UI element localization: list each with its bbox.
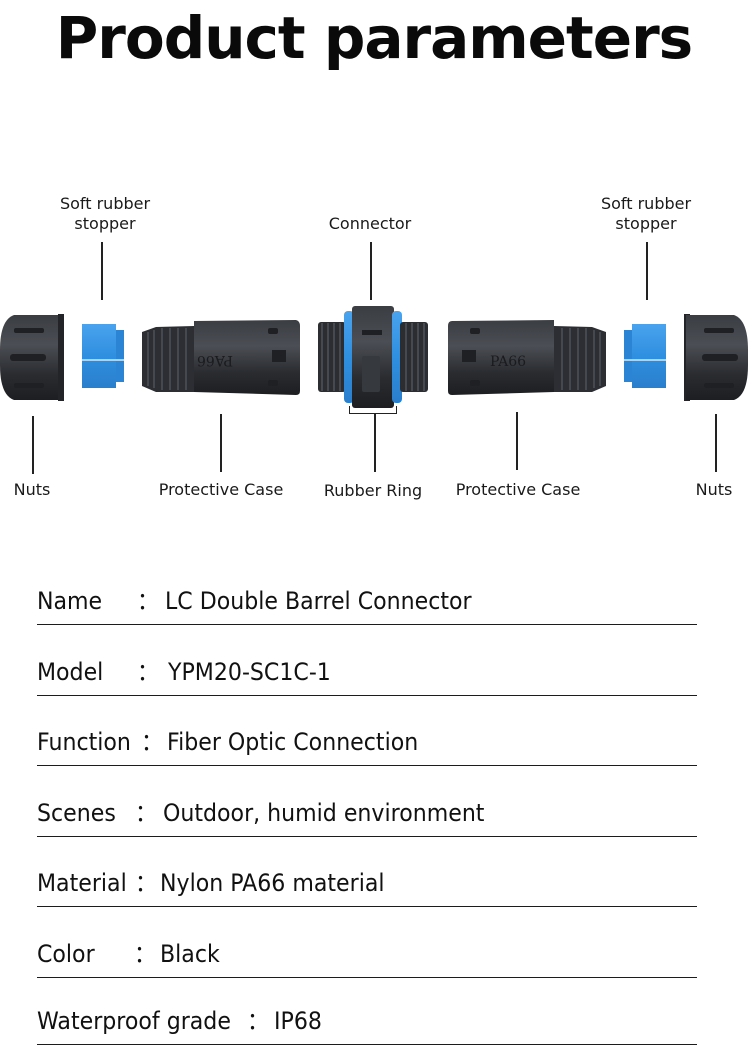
leader-line: [370, 242, 372, 300]
rubber-ring-left: [344, 311, 354, 403]
callout-nuts-left: Nuts: [13, 480, 51, 499]
spec-row-material: Material ： Nylon PA66 material: [37, 837, 697, 907]
spec-value: Nylon PA66 material: [160, 869, 385, 897]
callout-label: Connector: [328, 214, 412, 233]
protective-case-left: PA66: [142, 320, 300, 395]
connector-parts-illustration: PA66: [0, 306, 748, 408]
spec-row-model: Model ： YPM20-SC1C-1: [37, 625, 697, 696]
spec-value: Fiber Optic Connection: [167, 728, 419, 756]
callout-protective-case-right: Protective Case: [455, 480, 581, 499]
exploded-connector-diagram: Soft rubber stopper Connector Soft rubbe…: [0, 180, 748, 520]
spec-row-waterproof-grade: Waterproof grade ： IP68: [37, 978, 697, 1045]
spec-separator: ：: [247, 1006, 270, 1035]
nut-left: [0, 314, 64, 401]
spec-table: Name ： LC Double Barrel Connector Model …: [37, 570, 697, 1045]
spec-separator: ：: [135, 798, 158, 827]
spec-label: Name: [37, 587, 103, 615]
spec-separator: ：: [135, 869, 158, 897]
rubber-ring-bracket: [349, 406, 397, 414]
spec-row-function: Function ： Fiber Optic Connection: [37, 696, 697, 766]
page-title: Product parameters: [55, 4, 693, 72]
spec-label: Material: [37, 869, 127, 897]
callout-label-line1: Soft rubber: [600, 194, 692, 213]
leader-line: [715, 414, 717, 472]
case-marking: PA66: [490, 354, 526, 370]
spec-row-name: Name ： LC Double Barrel Connector: [37, 570, 697, 625]
callout-protective-case-left: Protective Case: [158, 480, 284, 499]
callout-soft-rubber-stopper-left: Soft rubber stopper: [60, 194, 150, 234]
spec-separator: ：: [137, 587, 160, 615]
spec-value: YPM20-SC1C-1: [168, 657, 331, 686]
spec-value: IP68: [274, 1006, 322, 1035]
callout-rubber-ring: Rubber Ring: [323, 481, 423, 500]
callout-connector: Connector: [329, 214, 412, 234]
center-connector: [318, 306, 428, 408]
leader-line: [516, 412, 518, 470]
stopper-right: [624, 324, 666, 388]
spec-label: Color: [37, 939, 95, 968]
case-marking: PA66: [197, 352, 233, 368]
spec-value: Outdoor, humid environment: [163, 798, 485, 827]
spec-value: Black: [160, 939, 220, 968]
leader-line: [101, 242, 103, 300]
spec-label: Scenes: [37, 798, 116, 827]
leader-line: [646, 242, 648, 300]
protective-case-right: PA66: [448, 320, 606, 395]
spec-label: Model: [37, 657, 104, 686]
nut-right: [684, 314, 748, 401]
callout-label-line1: Soft rubber: [59, 194, 151, 213]
spec-separator: ：: [141, 728, 164, 756]
leader-line: [32, 416, 34, 474]
spec-row-scenes: Scenes ： Outdoor, humid environment: [37, 766, 697, 837]
callout-soft-rubber-stopper-right: Soft rubber stopper: [601, 194, 691, 234]
spec-separator: ：: [137, 657, 160, 686]
callout-label-line2: stopper: [615, 214, 677, 233]
callout-label-line2: stopper: [74, 214, 136, 233]
leader-line: [220, 414, 222, 472]
spec-separator: ：: [134, 939, 157, 968]
leader-line: [374, 414, 376, 472]
spec-label: Function: [37, 728, 131, 756]
spec-row-color: Color ： Black: [37, 907, 697, 978]
rubber-ring-right: [392, 311, 402, 403]
stopper-left: [82, 324, 124, 388]
callout-nuts-right: Nuts: [695, 480, 733, 499]
spec-value: LC Double Barrel Connector: [165, 587, 472, 615]
spec-label: Waterproof grade: [37, 1006, 231, 1035]
